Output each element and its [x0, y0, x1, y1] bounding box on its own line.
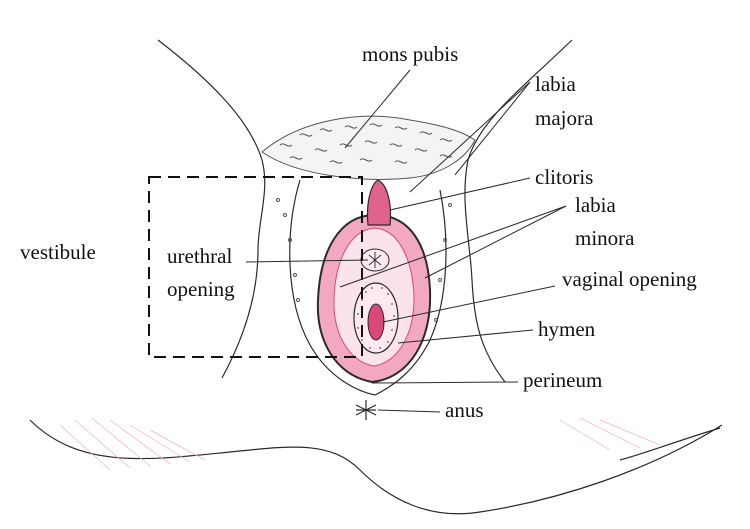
- label-urethral-line2: opening: [167, 277, 235, 301]
- vestibule-box: [148, 176, 363, 358]
- skin-shading: [59, 417, 661, 471]
- label-labia-majora-line1: labia: [535, 72, 576, 96]
- label-labia-majora-line2: majora: [535, 106, 594, 130]
- labia-majora-shape: [289, 179, 447, 396]
- body-outline: [29, 39, 723, 515]
- label-mons-pubis: mons pubis: [362, 42, 459, 66]
- mons-hair: [261, 115, 476, 322]
- label-vestibule: vestibule: [20, 240, 96, 264]
- label-perineum: perineum: [523, 368, 603, 392]
- anus-shape: [355, 400, 377, 420]
- label-urethral-line1: urethral: [167, 244, 233, 268]
- leader-lines: [245, 69, 567, 413]
- label-labia-minora-line2: minora: [575, 226, 635, 250]
- clitoris-shape: [366, 179, 392, 226]
- label-anus: anus: [445, 398, 484, 422]
- vaginal-opening-shape: [353, 282, 399, 354]
- label-vaginal-opening: vaginal opening: [562, 267, 697, 291]
- label-hymen: hymen: [538, 317, 596, 341]
- label-labia-minora-line1: labia: [575, 193, 616, 217]
- label-clitoris: clitoris: [535, 165, 594, 189]
